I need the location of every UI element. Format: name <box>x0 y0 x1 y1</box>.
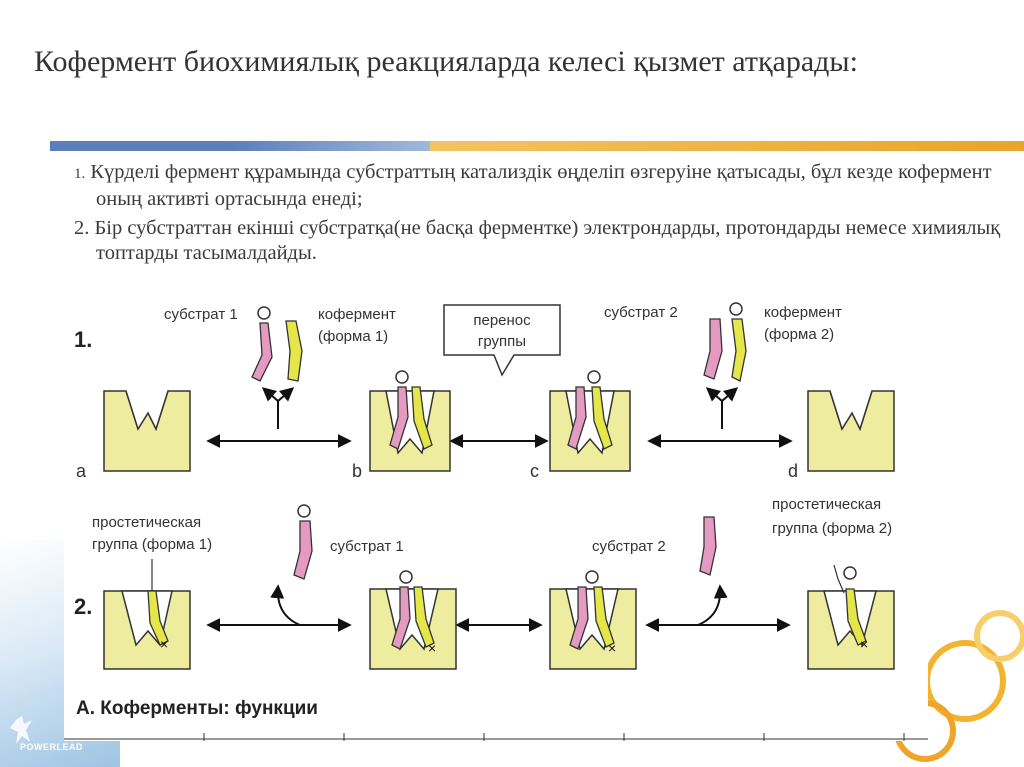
slide-title: Кофермент биохимиялық реакцияларда келес… <box>34 45 858 78</box>
list-item-number: 2. <box>74 217 90 239</box>
bullet-list: 1. Күрделі фермент құрамында субстраттың… <box>74 160 1004 270</box>
coenzyme-form-1-sublabel: (форма 1) <box>318 328 388 345</box>
svg-text:×: × <box>860 636 868 652</box>
row-2-label: 2. <box>74 594 92 619</box>
state-d-label: d <box>788 461 798 481</box>
free-substrate-1-and-coenzyme-1 <box>251 306 303 382</box>
substrate-1-row2-label: субстрат 1 <box>330 538 404 555</box>
state-a-label: a <box>76 461 87 481</box>
enzyme-state-b <box>369 370 451 472</box>
list-item-text: Күрделі фермент құрамында субстраттың ка… <box>90 161 992 210</box>
list-item-text: Бір субстраттан екінші субстратқа(не бас… <box>94 217 1001 264</box>
svg-text:×: × <box>160 636 168 652</box>
coenzyme-form-1-label: кофермент <box>318 306 396 323</box>
prosthetic-group-form-2-label: простетическая <box>772 496 881 513</box>
enzyme-state-c <box>549 370 631 472</box>
enzyme-with-prosthetic-group-1: × <box>103 559 191 670</box>
list-item-number: 1. <box>74 166 86 182</box>
substrate-1-label: субстрат 1 <box>164 306 238 323</box>
coenzyme-form-2-label: кофермент <box>764 304 842 321</box>
group-transfer-callout: перенос группы <box>443 304 561 377</box>
figure-caption: А. Коферменты: функции <box>76 698 318 719</box>
coenzyme-form-2-sublabel: (форма 2) <box>764 326 834 343</box>
state-c-label: c <box>530 461 539 481</box>
svg-text:×: × <box>428 640 436 656</box>
free-substrate-2-and-coenzyme-2 <box>703 302 747 382</box>
logo-text: POWERLEAD <box>20 742 83 752</box>
coenzyme-function-diagram: 1. 2. субстрат 1 кофермент (форма 1) пер… <box>64 289 928 741</box>
svg-text:×: × <box>608 640 616 656</box>
title-divider-bar <box>50 141 1024 151</box>
list-item: 1. Күрделі фермент құрамында субстраттың… <box>74 160 1004 212</box>
enzyme-state-a <box>103 390 191 472</box>
substrate-2-label: субстрат 2 <box>604 304 678 321</box>
prosthetic-group-form-2-sublabel: группа (форма 2) <box>772 520 892 537</box>
enzyme-prosthetic-1-with-substrate-1: × <box>369 570 457 670</box>
prosthetic-group-form-1-sublabel: группа (форма 1) <box>92 536 212 553</box>
enzyme-state-d <box>807 390 895 472</box>
free-substrate-1-row2 <box>293 504 313 580</box>
enzyme-prosthetic-2-with-substrate-2: × <box>549 570 637 670</box>
transfer-label-line1: перенос <box>473 312 531 329</box>
list-item: 2. Бір субстраттан екінші субстратқа(не … <box>74 216 1004 266</box>
row-1-label: 1. <box>74 327 92 352</box>
state-b-label: b <box>352 461 362 481</box>
powerlead-logo-icon <box>10 716 32 744</box>
free-substrate-2-row2 <box>699 516 717 576</box>
enzyme-with-prosthetic-group-2: × <box>807 564 895 670</box>
substrate-2-row2-label: субстрат 2 <box>592 538 666 555</box>
transfer-label-line2: группы <box>478 333 526 350</box>
prosthetic-group-form-1-label: простетическая <box>92 514 201 531</box>
